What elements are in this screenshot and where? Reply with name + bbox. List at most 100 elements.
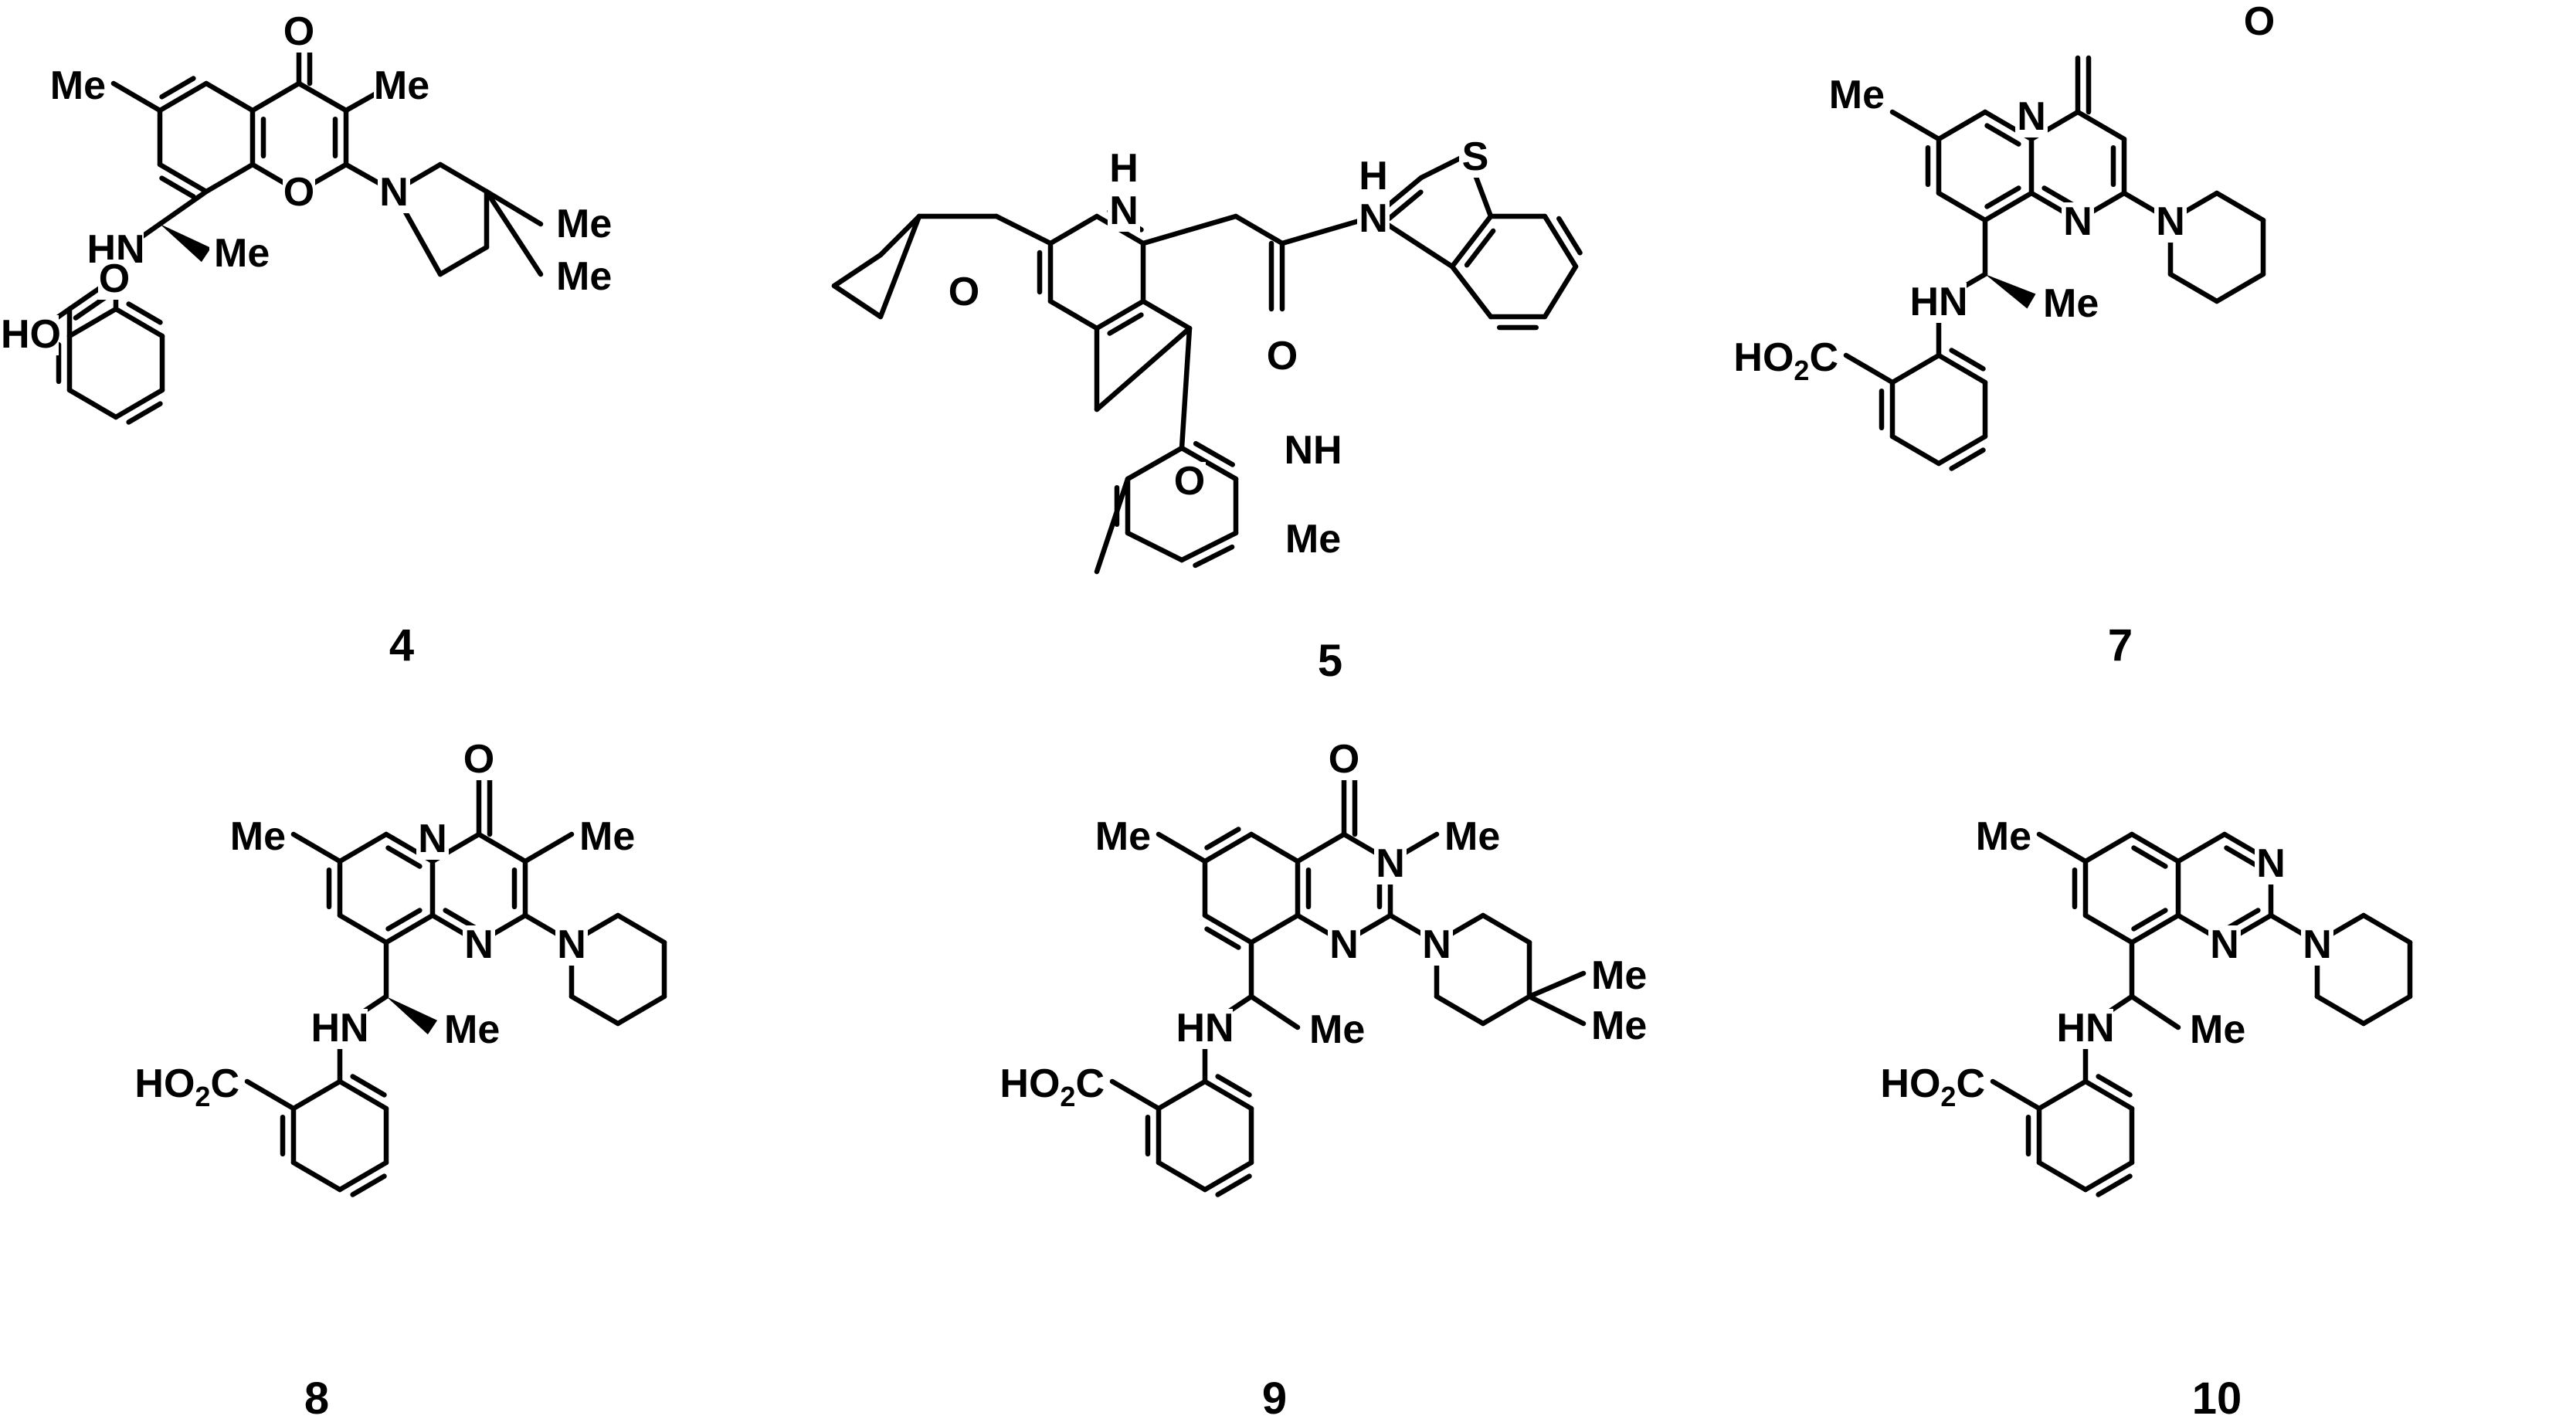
bond [1215, 1074, 1252, 1098]
bond [290, 831, 343, 864]
bond [2360, 912, 2413, 946]
atom-label: N [2256, 841, 2286, 886]
label-background [1741, 338, 1843, 379]
bond [1140, 298, 1193, 331]
bond [1295, 831, 1347, 864]
bond [1984, 185, 2021, 209]
bond [2075, 109, 2127, 142]
label-background [1285, 431, 1341, 471]
bond [2214, 190, 2266, 223]
atom-label: Me [1829, 73, 1885, 117]
bond [1526, 970, 1587, 1000]
label-background [463, 740, 495, 780]
bond [2360, 993, 2413, 1027]
bonds [831, 151, 1583, 575]
bonds [244, 777, 667, 1197]
bond [244, 1078, 297, 1112]
bond [1179, 325, 1193, 451]
label-background [98, 260, 131, 300]
bond [1179, 445, 1239, 482]
atom-label: Me [230, 814, 286, 859]
label-background [1374, 844, 1407, 884]
compound-number: 4 [389, 620, 414, 671]
bond [2131, 908, 2168, 932]
atom-label: Me [444, 1007, 500, 1052]
bond [2036, 1078, 2089, 1112]
label-background [209, 234, 265, 274]
label-background [2062, 202, 2094, 243]
atom-label: Me [1095, 814, 1151, 859]
bond [2082, 1078, 2135, 1112]
bond [1125, 445, 1185, 482]
atom-label: O [1329, 737, 1359, 782]
bond [1936, 109, 1988, 142]
bond [203, 161, 256, 195]
atom-label: Me [2190, 1007, 2245, 1052]
bond [1936, 190, 1988, 223]
label-background [948, 273, 980, 313]
label-background [1177, 1009, 1233, 1049]
atom-label: O [463, 737, 494, 782]
atom-label: Me [214, 231, 270, 276]
atom-label: HO2C [1880, 1061, 1985, 1112]
atom-label: Me [2043, 281, 2099, 326]
bond [1449, 263, 1494, 320]
bond [522, 831, 575, 864]
bond [2129, 831, 2181, 864]
bond [1949, 447, 1986, 471]
wedge-bond [1985, 274, 2036, 309]
atom-label: N [2156, 199, 2185, 244]
bond [1156, 1159, 1208, 1193]
atom-label: O [283, 170, 314, 215]
label-background [1285, 520, 1341, 560]
atom-label: HN [311, 1006, 368, 1051]
atom-label: H [1109, 146, 1139, 191]
atom-label: Me [556, 202, 612, 246]
label-background [2058, 1009, 2113, 1049]
bond [831, 252, 884, 289]
label-background [55, 66, 110, 107]
label-background [1007, 1064, 1109, 1105]
bonds [1109, 777, 1587, 1197]
bond [157, 161, 209, 195]
bond [1094, 298, 1146, 331]
label-background [463, 925, 495, 966]
label-background [142, 1064, 244, 1105]
atom-label: Me [50, 63, 106, 108]
bond [1542, 263, 1579, 320]
compound-number: 8 [304, 1373, 329, 1424]
bond [2167, 271, 2220, 304]
bond [2129, 993, 2181, 1030]
bond [2175, 831, 2228, 864]
label-background [416, 820, 449, 860]
label-background [2038, 284, 2094, 324]
bond [157, 188, 209, 227]
atom-label: O [283, 9, 314, 54]
label-background [1173, 462, 1206, 502]
label-background [312, 1009, 368, 1049]
bond [1202, 1078, 1254, 1112]
label-background [283, 12, 315, 53]
bond [2096, 1074, 2133, 1098]
label-background [1459, 138, 1492, 178]
atom-label: O [2244, 0, 2275, 44]
atom-label: HN [1176, 1006, 1234, 1051]
atom-label: N [1376, 841, 1405, 886]
bond [1434, 993, 1486, 1027]
bond [1047, 213, 1100, 246]
bond [337, 1078, 389, 1112]
bond [337, 1159, 389, 1193]
bond [1990, 1078, 2042, 1112]
atom-label: N [418, 817, 447, 861]
atom-label: O [949, 270, 979, 314]
atom-label: HO2C [1000, 1061, 1105, 1112]
bond [1889, 352, 1942, 385]
label-background [555, 925, 588, 966]
bond [568, 993, 621, 1027]
bond [2129, 912, 2181, 946]
